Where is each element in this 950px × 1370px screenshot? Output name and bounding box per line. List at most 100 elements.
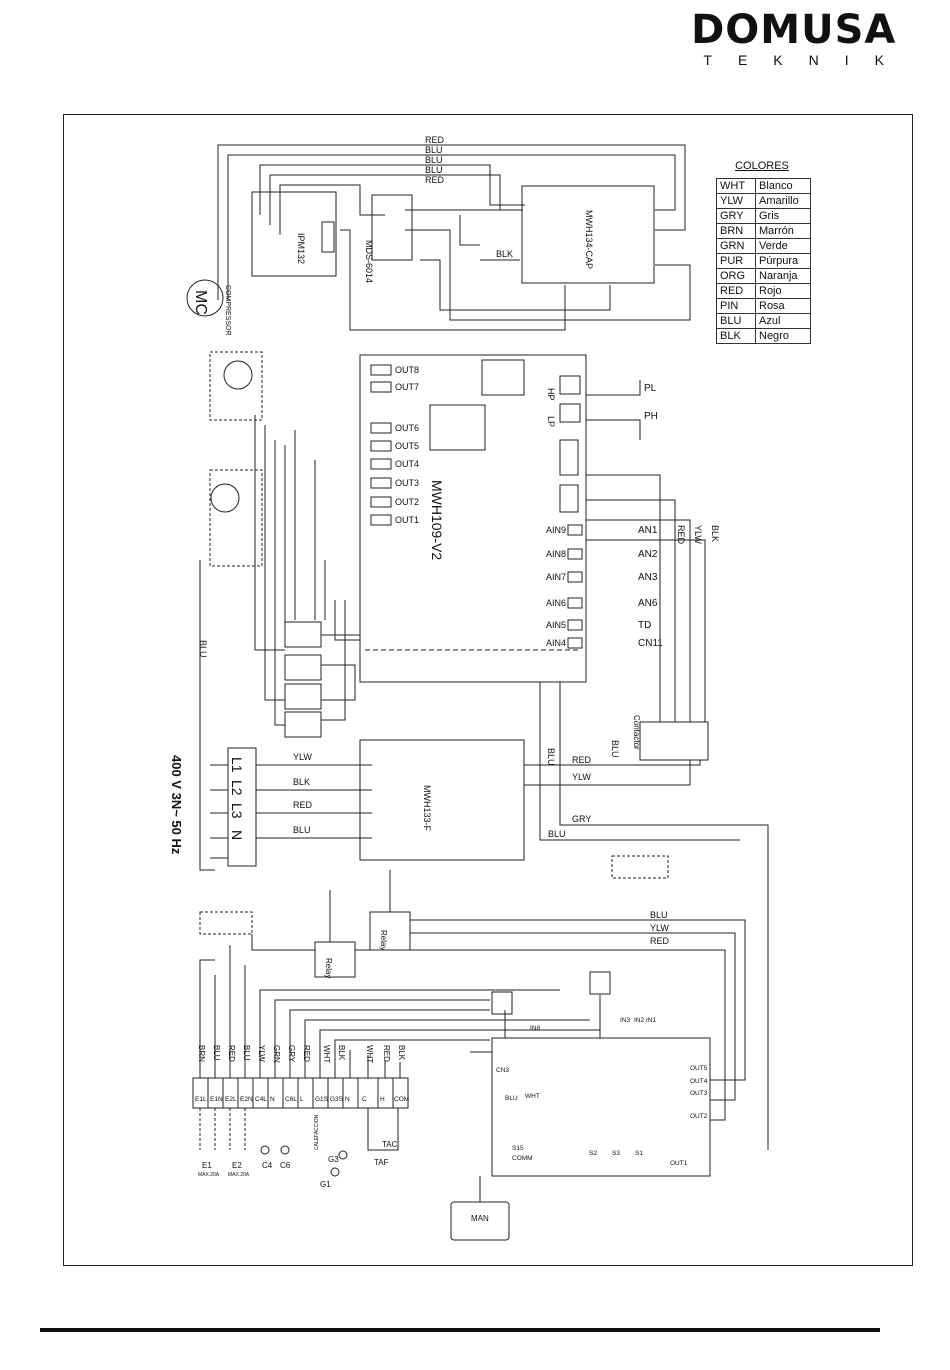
output-connector [370,514,392,526]
terminal-wire-label: BLK [337,1045,346,1061]
controller-label: IN8 [530,1025,541,1032]
sensor-connector [567,548,583,560]
sensor-connector [567,619,583,631]
top-wire-blu-3: BLU [425,165,443,175]
sensor-connector [567,524,583,536]
brand-subtitle: TEKNIK [703,52,910,68]
terminal-wire-label: BLU [212,1045,221,1061]
output-label: OUT3 [395,478,419,488]
sensor-connector [567,571,583,583]
pressure-switch-label: PH [644,411,658,422]
supply-wire-blu: BLU [293,825,311,835]
controller-label: S2 [589,1150,597,1157]
terminal-label: E2L [225,1096,237,1103]
load-label: C4 [262,1161,273,1170]
terminal-wire-label: BLK [397,1045,406,1061]
terminal-label: H [380,1096,385,1103]
right-wire-blu: BLU [548,829,566,839]
vert-wire-ylw: YLW [693,525,703,544]
sensor-pin-label: AIN6 [546,598,566,608]
board-main-label: MWH109-V2 [429,480,445,560]
load-label: C6 [280,1161,291,1170]
terminal-label: G3S [330,1096,344,1103]
controller-label: BLU [505,1095,518,1102]
load-note: MAX.20A [198,1172,220,1178]
output-label: OUT7 [395,382,419,392]
sensor-name-label: AN2 [638,549,658,560]
mid-wire-blu: BLU [650,910,668,920]
terminal-wire-label: GRY [287,1045,296,1063]
terminal-wire-label: GRN [272,1045,281,1063]
output-connector [370,440,392,452]
terminal-wire-label: WHT [365,1045,374,1063]
controller-label: OUT1 [670,1160,688,1167]
sensor-name-label: TD [638,620,651,631]
controller-label: IN2 [634,1017,645,1024]
diagram-frame [63,114,913,1266]
sensor-name-label: AN1 [638,525,658,536]
supply-terminal-n: N [229,830,245,840]
load-label: TAF [374,1158,389,1167]
terminal-wire-label: RED [302,1045,311,1062]
legend-color-name: Azul [755,313,811,329]
output-label: OUT5 [395,441,419,451]
supply-wire-red: RED [293,800,313,810]
supply-wire-blk: BLK [293,777,310,787]
sensor-name-label: AN6 [638,598,658,609]
vert-wire-red: RED [676,525,686,545]
legend-color-name: Rosa [755,298,811,314]
controller-label: CN3 [496,1067,509,1074]
terminal-label: L [300,1096,304,1103]
top-wire-red-1: RED [425,135,445,145]
top-wire-blu-2: BLU [425,155,443,165]
controller-label: OUT3 [690,1090,708,1097]
top-wire-red-2: RED [425,175,445,185]
output-connector [370,458,392,470]
terminal-wire-label: BRN [197,1045,206,1062]
pressure-switch-label: PL [644,383,657,394]
load-label: G3 [328,1155,339,1164]
output-label: OUT6 [395,423,419,433]
vert-wire-blu-right: BLU [610,740,620,758]
sensor-pin-label: AIN8 [546,549,566,559]
right-wire-gry: GRY [572,814,591,824]
vert-wire-blk-cap: BLK [496,249,513,259]
sensor-pin-label: AIN7 [546,572,566,582]
board-filter-label: MWH133-F [422,785,432,832]
terminal-wire-label: YLW [257,1045,266,1062]
terminal-label: E1N [210,1096,223,1103]
supply-label: 400 V 3N~ 50 Hz [169,755,184,855]
sensor-pin-label: AIN9 [546,525,566,535]
board-cap-label: MWH134-CAP [584,210,594,269]
legend-code: BLK [716,328,756,344]
controller-label: S15 [512,1145,524,1152]
compressor-caption: COMPRESSOR [224,285,231,336]
supply-terminal-l1: L1 [229,757,245,773]
output-connector [370,422,392,434]
compressor-label: MC [192,290,209,315]
sensor-name-label: CN11 [638,638,663,649]
controller-label: S1 [635,1150,643,1157]
pressure-pin-label: LP [546,416,556,427]
terminal-wire-label: BLU [242,1045,251,1061]
load-label: E1 [202,1161,212,1170]
legend-color-name: Amarillo [755,193,811,209]
relay-label-1: Relay [379,930,388,950]
supply-terminal-l3: L3 [229,803,245,819]
output-label: OUT2 [395,497,419,507]
bottom-rule [40,1328,880,1332]
mid-wire-red: RED [650,936,670,946]
sensor-connector [567,597,583,609]
vert-wire-blu-left: BLU [198,640,208,658]
controller-label: S3 [612,1150,620,1157]
remote-label: MAN [471,1214,489,1223]
load-label: G1 [320,1180,331,1189]
